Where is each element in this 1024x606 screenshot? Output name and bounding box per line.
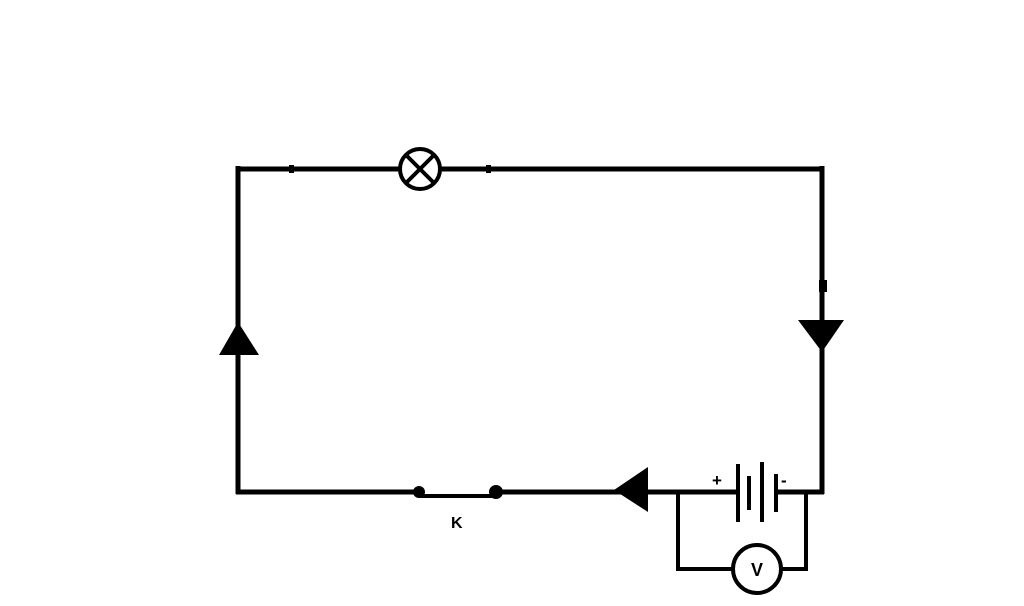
terminal-dot (486, 165, 491, 173)
voltmeter-wires (676, 492, 808, 571)
battery-positive-label: + (712, 471, 722, 490)
current-direction-arrow-icon (798, 320, 844, 352)
voltmeter (731, 543, 783, 595)
lamp-cross-icon (398, 147, 442, 191)
switch-key (413, 485, 503, 499)
switch-label: K (451, 515, 463, 532)
battery-negative-label: - (781, 471, 787, 490)
terminal-dot (289, 165, 294, 173)
terminal-dot (819, 280, 827, 292)
main-circuit-wires (235, 166, 825, 495)
current-direction-arrow-icon (219, 322, 259, 355)
battery-icon (736, 462, 778, 522)
current-direction-arrow-icon (614, 467, 648, 512)
voltmeter-label: V (751, 560, 763, 580)
